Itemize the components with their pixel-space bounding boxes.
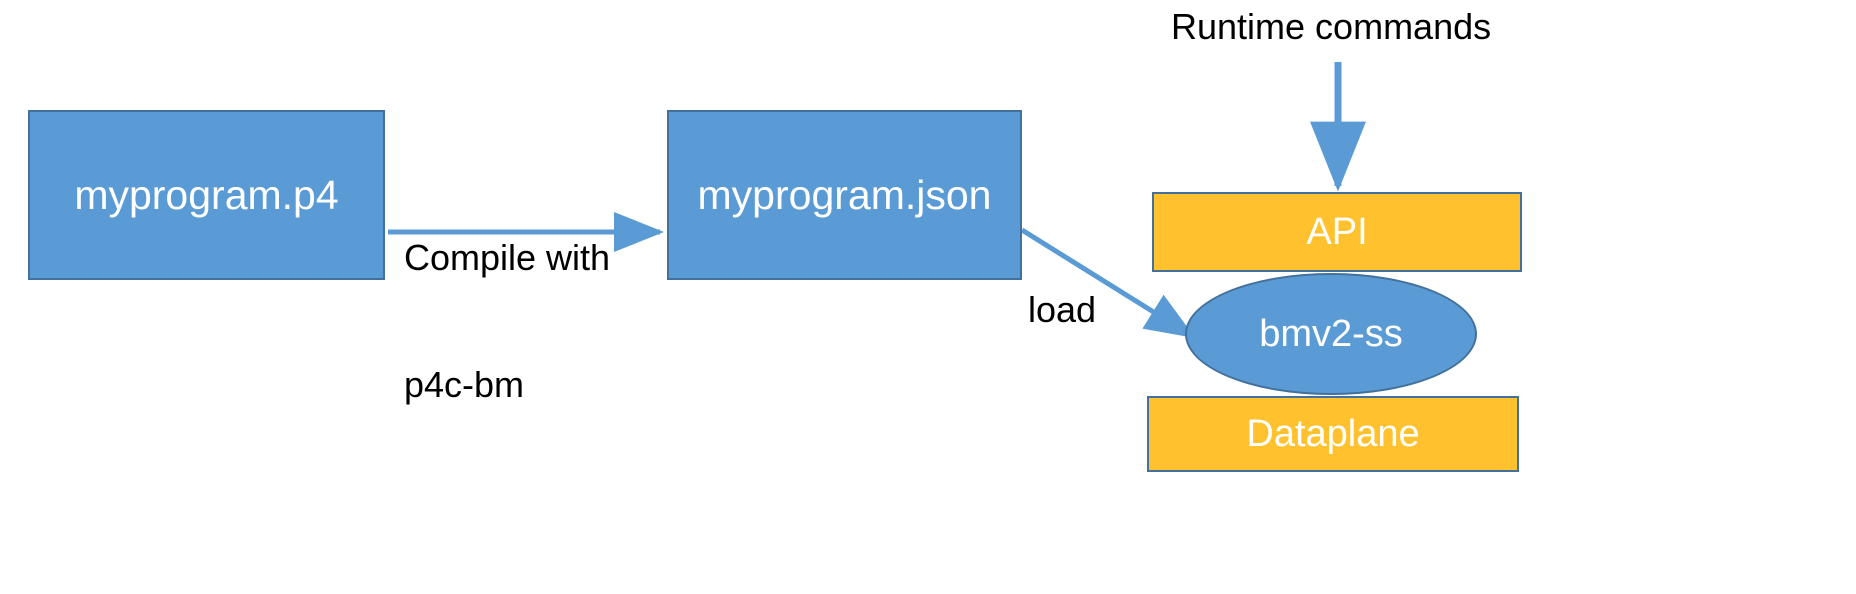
node-label-bmv2-ss: bmv2-ss [1259, 312, 1403, 355]
node-myprogram-p4[interactable]: myprogram.p4 [28, 110, 385, 280]
node-label-dataplane: Dataplane [1246, 412, 1420, 455]
node-dataplane[interactable]: Dataplane [1147, 396, 1519, 472]
edge-label-compile-line1: Compile with [404, 236, 611, 278]
edge-label-load: load [1028, 289, 1097, 330]
node-label-myprogram-json: myprogram.json [697, 171, 992, 218]
node-label-myprogram-p4: myprogram.p4 [74, 171, 339, 218]
edge-label-compile-line2: p4c-bm [404, 364, 525, 406]
edge-label-compile: Compile with p4c-bm [404, 152, 610, 492]
node-bmv2-ss[interactable]: bmv2-ss [1185, 273, 1477, 395]
node-api[interactable]: API [1152, 192, 1522, 272]
node-label-api: API [1306, 210, 1368, 253]
node-myprogram-json[interactable]: myprogram.json [667, 110, 1022, 280]
edge-label-runtime-commands: Runtime commands [1171, 6, 1492, 47]
